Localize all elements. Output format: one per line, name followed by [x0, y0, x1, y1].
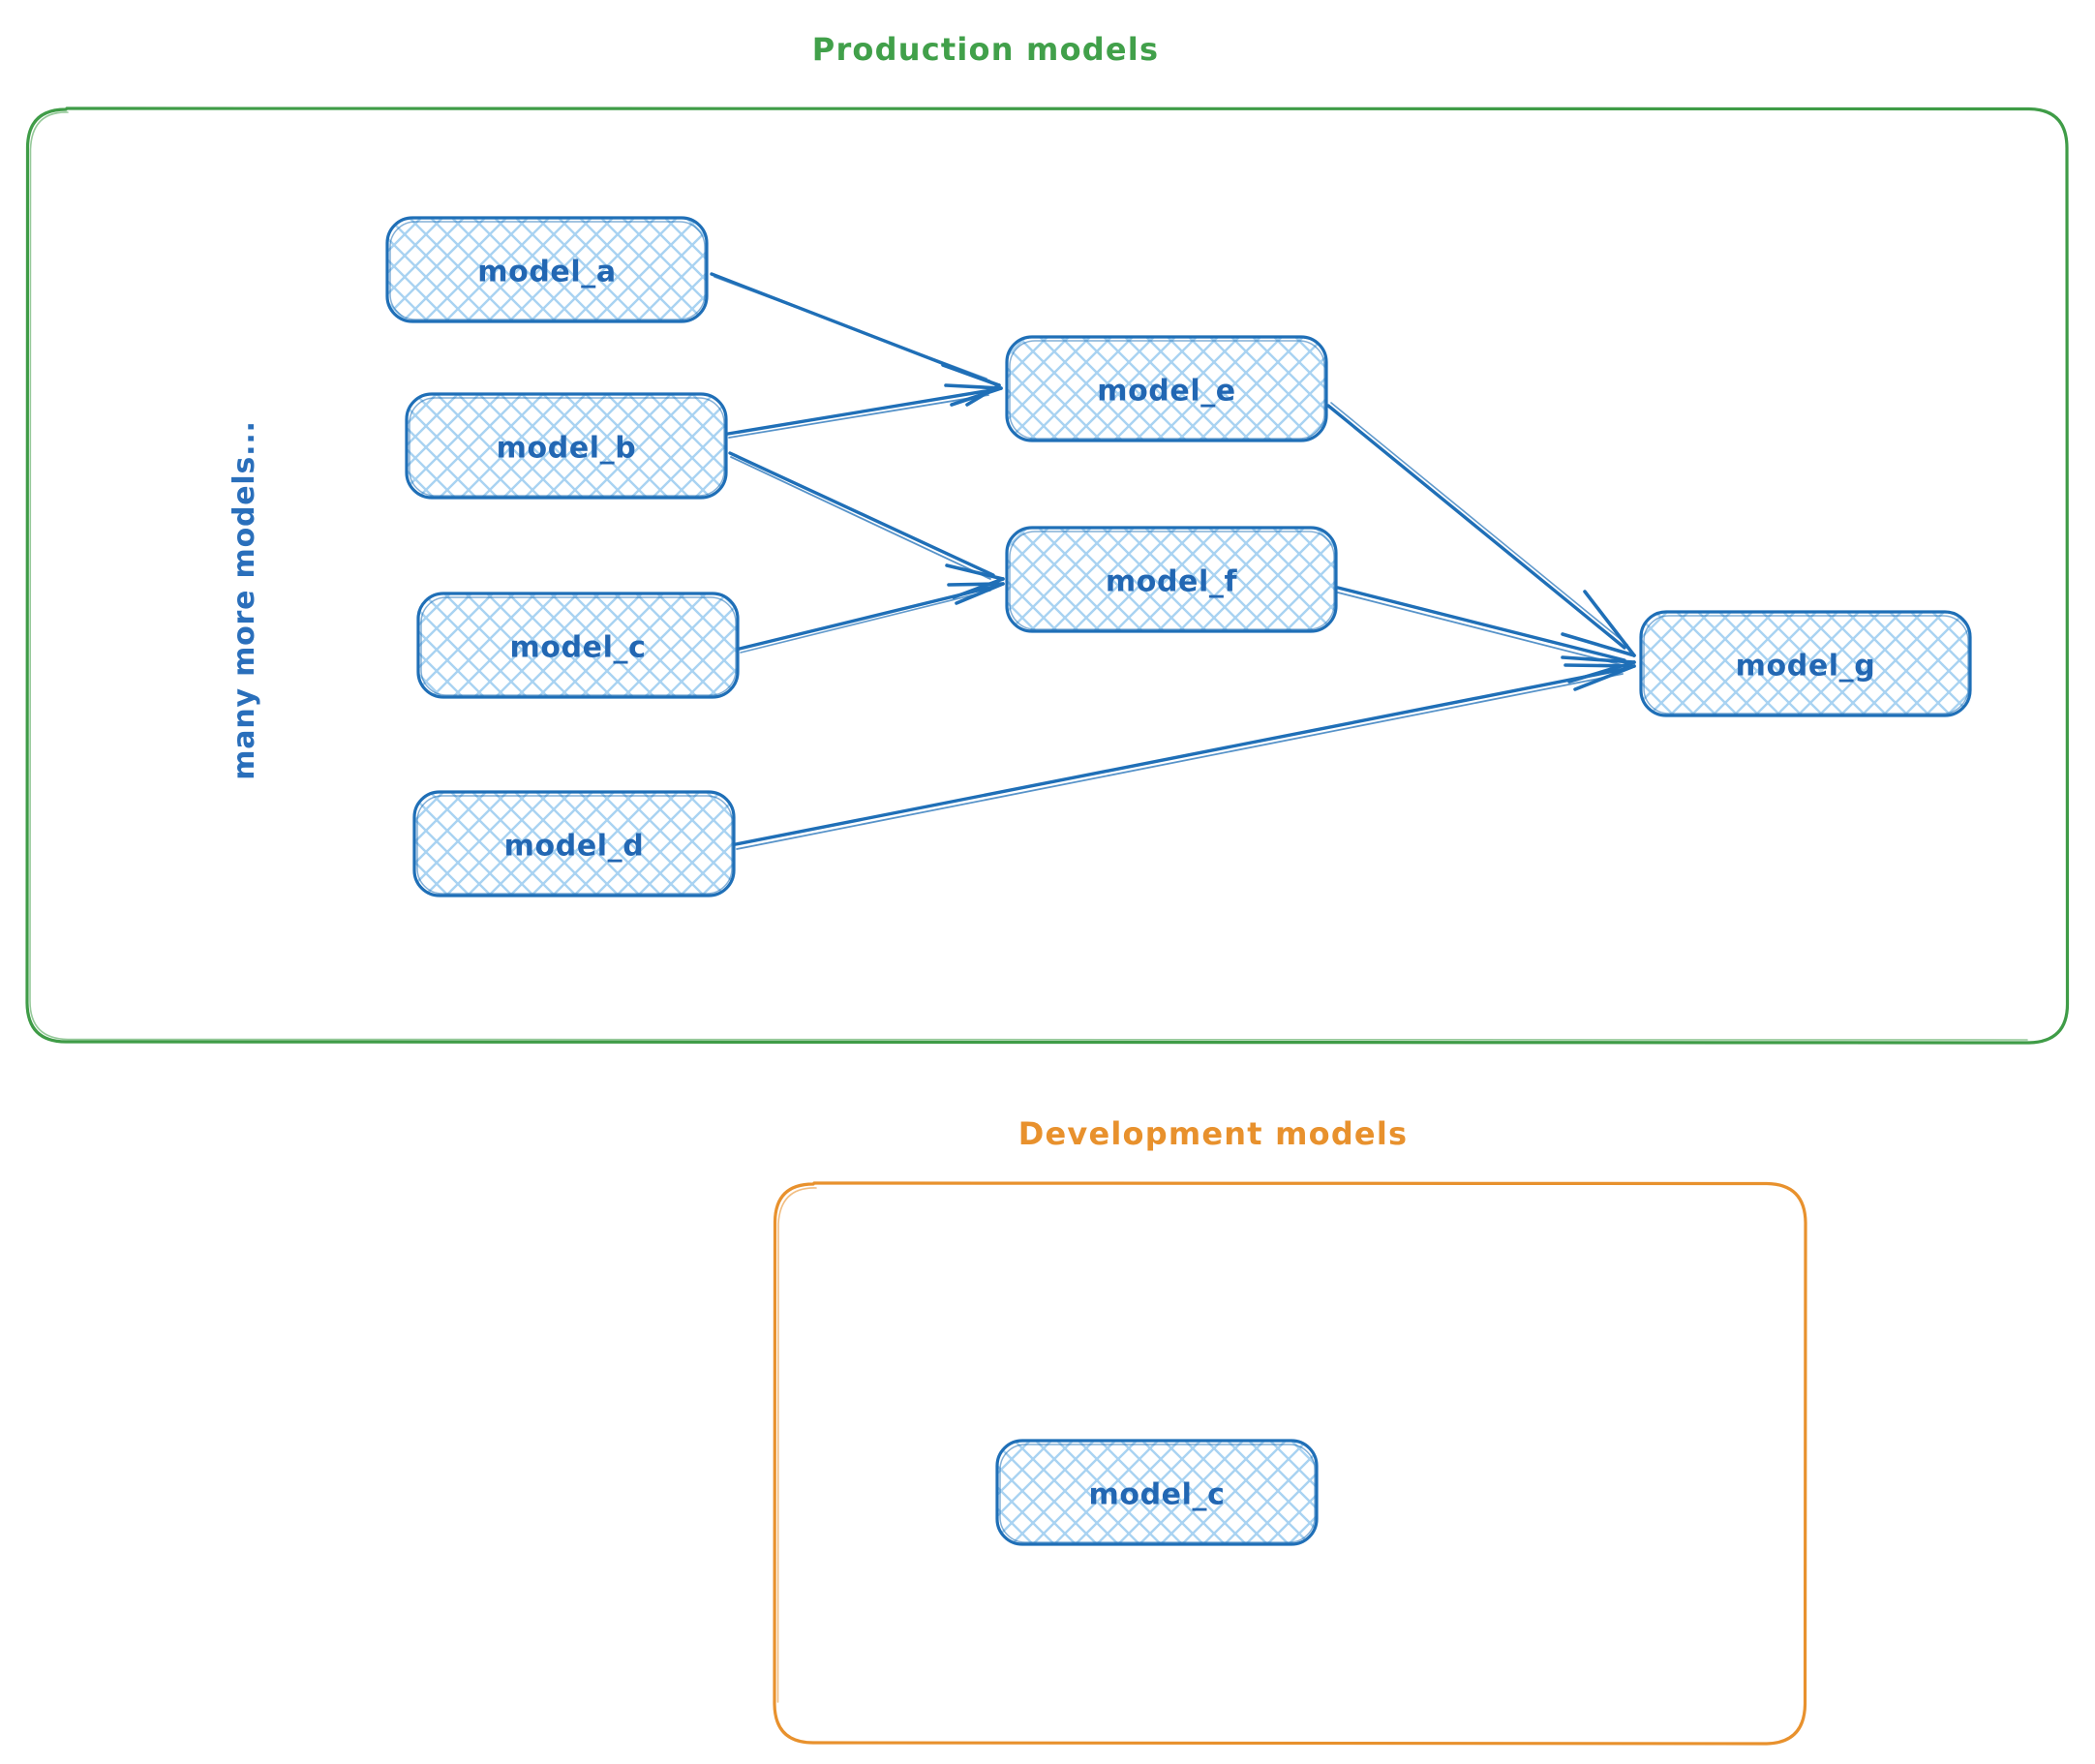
node-label-model_e: model_e: [1097, 375, 1236, 409]
node-shape-sketch: [420, 596, 737, 696]
node-label-model_a: model_a: [477, 256, 616, 289]
node-label-model_f: model_f: [1106, 565, 1238, 599]
node-shape-sketch: [1643, 615, 1969, 715]
node-label-model_c: model_c: [510, 631, 647, 665]
group-container-development: [773, 1181, 1807, 1746]
node-shape-sketch: [389, 221, 706, 320]
node-shape-sketch: [1009, 340, 1325, 440]
node-shape: [995, 1439, 1319, 1546]
node-model_g[interactable]: [1639, 610, 1972, 717]
nodes-layer: [385, 216, 1972, 1546]
edge-model_a-to-model_e: [710, 272, 1001, 407]
group-container-production: [25, 106, 2070, 1045]
node-shape-sketch: [1009, 531, 1335, 630]
edge-model_b-to-model_e: [726, 383, 1003, 439]
node-dev_model_c[interactable]: [995, 1439, 1319, 1546]
node-shape: [405, 392, 728, 500]
edge-model_d-to-model_g: [734, 663, 1636, 850]
node-label-model_g: model_g: [1736, 650, 1876, 684]
node-shape-sketch: [999, 1444, 1316, 1543]
node-shape: [1005, 526, 1338, 633]
edges-layer: [710, 272, 1636, 850]
node-shape: [1639, 610, 1972, 717]
node-shape: [416, 592, 740, 699]
group-title-development: Development models: [1018, 1115, 1409, 1152]
edge-model_b-to-model_f: [728, 451, 1005, 599]
node-model_c[interactable]: [416, 592, 740, 699]
node-model_a[interactable]: [385, 216, 709, 323]
node-label-model_b: model_b: [497, 432, 637, 466]
node-shape: [412, 790, 736, 897]
edge-model_e-to-model_g: [1326, 402, 1636, 657]
node-shape-sketch: [416, 795, 733, 895]
node-label-dev_model_c: model_c: [1089, 1478, 1226, 1512]
group-title-production: Production models: [812, 31, 1159, 68]
node-model_d[interactable]: [412, 790, 736, 897]
edge-model_c-to-model_f: [738, 582, 1005, 654]
edge-model_f-to-model_g: [1336, 586, 1636, 684]
node-model_b[interactable]: [405, 392, 728, 500]
node-shape: [1005, 335, 1328, 442]
side-note-many-more-models: many more models...: [228, 420, 261, 780]
node-model_e[interactable]: [1005, 335, 1328, 442]
node-shape-sketch: [409, 397, 725, 497]
node-label-model_d: model_d: [504, 830, 645, 864]
node-model_f[interactable]: [1005, 526, 1338, 633]
text-layer: model_a model_b model_c model_d model_emodel…: [228, 31, 1875, 1512]
node-shape: [385, 216, 709, 323]
